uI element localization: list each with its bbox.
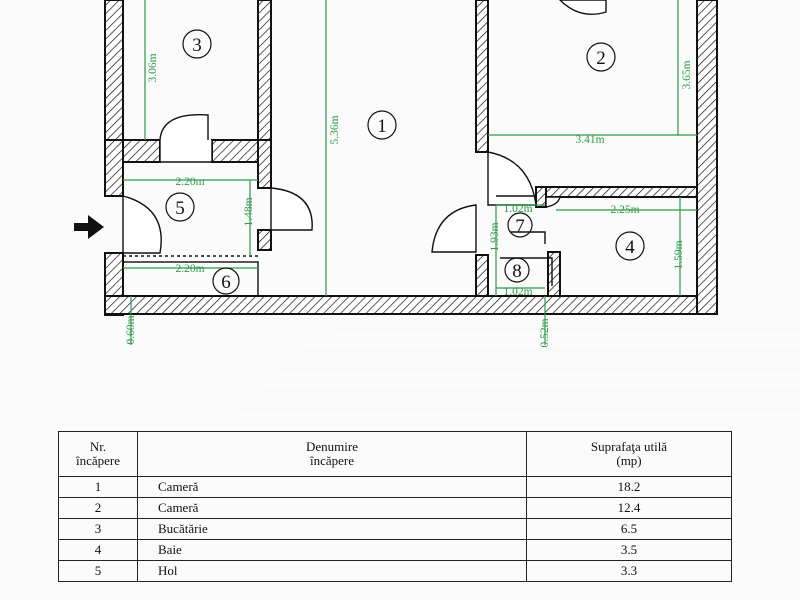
dim-room2-depth: 3.65m: [681, 60, 693, 89]
room-marker-1: 1: [367, 110, 397, 140]
background-texture: [240, 329, 800, 411]
room-number-cell: 5: [58, 560, 138, 582]
header-room-number: Nr. încăpere: [58, 431, 138, 477]
room-name-cell: Hol: [137, 560, 527, 582]
svg-text:6: 6: [221, 272, 231, 293]
table-header-row: Nr. încăpere Denumire încăpere Suprafaţa…: [58, 431, 732, 477]
room-number-cell: 4: [58, 539, 138, 561]
dim-kitchen-depth: 3.06m: [147, 53, 159, 82]
room-marker-5: 5: [165, 192, 195, 222]
room-marker-7: 7: [507, 212, 533, 238]
dimension-labels: 3.06m 5.36m 3.65m 3.41m 2.20m 1.48m 2.20…: [125, 53, 693, 347]
dim-bath-depth: 1.59m: [673, 240, 685, 269]
room-area-cell: 3.5: [526, 539, 732, 561]
header-usable-area: Suprafaţa utilă (mp): [526, 431, 732, 477]
header-room-name: Denumire încăpere: [137, 431, 527, 477]
svg-text:1: 1: [377, 116, 387, 137]
floor-plan: 3.06m 5.36m 3.65m 3.41m 2.20m 1.48m 2.20…: [74, 0, 800, 411]
room-name-cell: Cameră: [137, 497, 527, 519]
dim-wc-depth: 1.93m: [489, 222, 501, 251]
room-area-table: Nr. încăpere Denumire încăpere Suprafaţa…: [58, 431, 732, 582]
dim-room1-depth: 5.36m: [329, 115, 341, 144]
room-marker-6: 6: [212, 267, 240, 295]
room-name-cell: Baie: [137, 539, 527, 561]
dim-hall-depth: 1.48m: [243, 197, 255, 226]
entrance-arrow-icon: [74, 215, 104, 239]
dim-wc-ext: 0.52m: [539, 318, 551, 347]
dimension-lines: [123, 0, 697, 345]
svg-text:3: 3: [192, 35, 202, 56]
room-marker-2: 2: [586, 42, 616, 72]
room-name-cell: Bucătărie: [137, 518, 527, 540]
room-number-cell: 1: [58, 476, 138, 498]
dim-balcony-width: 2.20m: [175, 263, 204, 275]
room-number-cell: 3: [58, 518, 138, 540]
room-markers: 1 2 3 4 5 6 7 8: [165, 29, 645, 295]
dim-wc-width-bottom: 1.02m: [503, 286, 532, 298]
room-marker-3: 3: [182, 29, 212, 59]
room-area-cell: 18.2: [526, 476, 732, 498]
doors: [122, 0, 607, 254]
room-marker-8: 8: [504, 257, 530, 283]
dim-wc-width-top: 1.02m: [503, 203, 532, 215]
dim-bath-width: 2.25m: [610, 204, 639, 216]
dim-hall-width: 2.20m: [175, 176, 204, 188]
svg-text:8: 8: [512, 261, 522, 282]
svg-text:2: 2: [596, 48, 606, 69]
room-area-cell: 12.4: [526, 497, 732, 519]
dim-room2-width: 3.41m: [575, 134, 604, 146]
balcony-outline: [122, 255, 259, 297]
svg-text:7: 7: [515, 216, 525, 237]
room-area-cell: 6.5: [526, 518, 732, 540]
svg-text:5: 5: [175, 198, 185, 219]
dim-balcony-depth: 0.60m: [125, 315, 137, 344]
room-area-cell: 3.3: [526, 560, 732, 582]
room-name-cell: Cameră: [137, 476, 527, 498]
room-number-cell: 2: [58, 497, 138, 519]
room-marker-4: 4: [615, 231, 645, 261]
svg-text:4: 4: [625, 237, 635, 258]
